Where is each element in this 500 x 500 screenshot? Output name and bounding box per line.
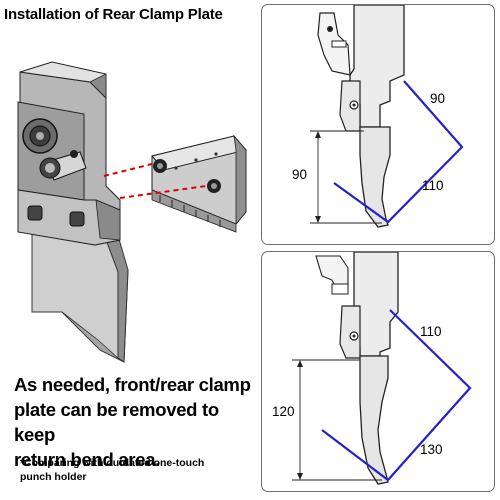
clamp-plate-illustration xyxy=(17,61,247,363)
clearance-envelope xyxy=(333,80,464,224)
footnote: *Comparing with outdated one-touch punch… xyxy=(20,456,255,484)
dim-label-diag-upper: 110 xyxy=(420,324,442,339)
caption-line-1: As needed, front/rear clamp xyxy=(14,374,251,395)
punch-profile-long xyxy=(359,355,389,485)
dim-label-diag-lower: 110 xyxy=(422,178,444,193)
caption-line-2: plate can be removed to keep xyxy=(14,399,219,445)
dim-label-diag-lower: 130 xyxy=(420,442,443,457)
page-title: Installation of Rear Clamp Plate xyxy=(4,6,223,23)
dim-label-diag-upper: 90 xyxy=(430,91,446,106)
clearance-diagram-top xyxy=(310,5,464,228)
caption-text: As needed, front/rear clamp plate can be… xyxy=(14,372,259,472)
clearance-diagram-bottom xyxy=(292,252,472,485)
alignment-line-lower xyxy=(119,185,207,199)
footnote-line-1: *Comparing with outdated one-touch xyxy=(20,457,205,469)
dim-label-height: 90 xyxy=(292,167,308,182)
panel-clearance-with-plate: 90 110 90 xyxy=(261,4,495,245)
caption-line-3: return bend area. xyxy=(14,449,161,470)
footnote-line-2: punch holder xyxy=(20,471,87,483)
clearance-envelope-long xyxy=(321,309,472,482)
alignment-line-upper xyxy=(103,163,153,177)
dim-label-height: 120 xyxy=(272,404,295,419)
panel-clearance-without-plate: 110 130 120 xyxy=(261,251,495,492)
